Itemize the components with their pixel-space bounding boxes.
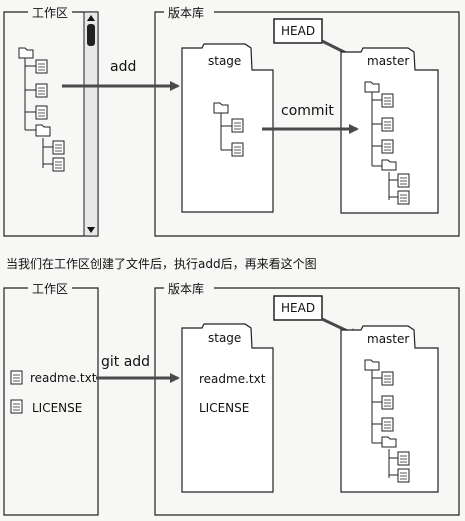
master-file-tree [364,359,410,483]
workspace-scrollbar[interactable] [83,11,99,237]
scroll-up-icon[interactable] [87,15,95,21]
file-icon [35,59,48,74]
stage-box [181,323,274,493]
scroll-thumb[interactable] [87,24,95,46]
stage-label: stage [208,54,241,68]
head-label: HEAD [281,301,315,315]
folder-icon [213,102,229,114]
file-icon [35,105,48,120]
add-label: add [110,59,136,75]
workspace-title: 工作区 [32,282,68,296]
stage-file-readme: readme.txt [199,372,266,386]
folder-icon [381,159,397,171]
workspace-box [3,287,99,516]
repository-title: 版本库 [168,5,204,20]
file-icon [35,83,48,98]
file-icon [397,468,410,483]
file-icon [397,451,410,466]
caption-text: 当我们在工作区创建了文件后，执行add后，再来看这个图 [6,257,317,271]
workspace-file-readme: readme.txt [30,371,97,385]
file-icon [381,117,394,132]
git-add-label: git add [101,354,150,370]
workspace-file-list: readme.txt LICENSE [10,370,97,415]
file-icon [381,417,394,432]
folder-icon [364,81,380,93]
master-label: master [367,54,409,68]
file-icon [10,370,23,385]
file-icon [52,140,65,155]
workspace-file-license: LICENSE [32,401,82,415]
file-icon [231,142,244,157]
file-icon [10,399,23,414]
master-label: master [367,332,409,346]
repository-title: 版本库 [168,281,204,296]
repository-box [154,11,460,237]
commit-label: commit [281,103,334,119]
stage-file-license: LICENSE [199,401,249,415]
file-icon [52,157,65,172]
file-icon [397,173,410,188]
bottom-diagram: 工作区 版本库 HEAD stage master git add readme… [3,281,460,516]
folder-icon [35,124,51,137]
workspace-title: 工作区 [32,6,68,20]
file-icon [381,93,394,108]
scroll-down-icon[interactable] [87,227,95,233]
file-icon [381,395,394,410]
workspace-file-tree [18,47,65,172]
folder-icon [18,47,34,59]
master-file-tree [364,81,410,205]
stage-box [181,43,274,213]
folder-icon [364,359,380,371]
file-icon [397,190,410,205]
stage-file-list: readme.txt LICENSE [199,372,266,415]
head-label: HEAD [281,24,315,38]
file-icon [381,371,394,386]
head-box [273,18,323,44]
stage-file-tree [213,102,244,157]
folder-icon [381,436,397,448]
top-diagram: 工作区 版本库 HEAD stage master add commit [3,5,460,237]
stage-label: stage [208,331,241,345]
head-box [273,295,323,321]
repository-box [154,287,460,516]
file-icon [381,139,394,154]
file-icon [231,118,244,133]
